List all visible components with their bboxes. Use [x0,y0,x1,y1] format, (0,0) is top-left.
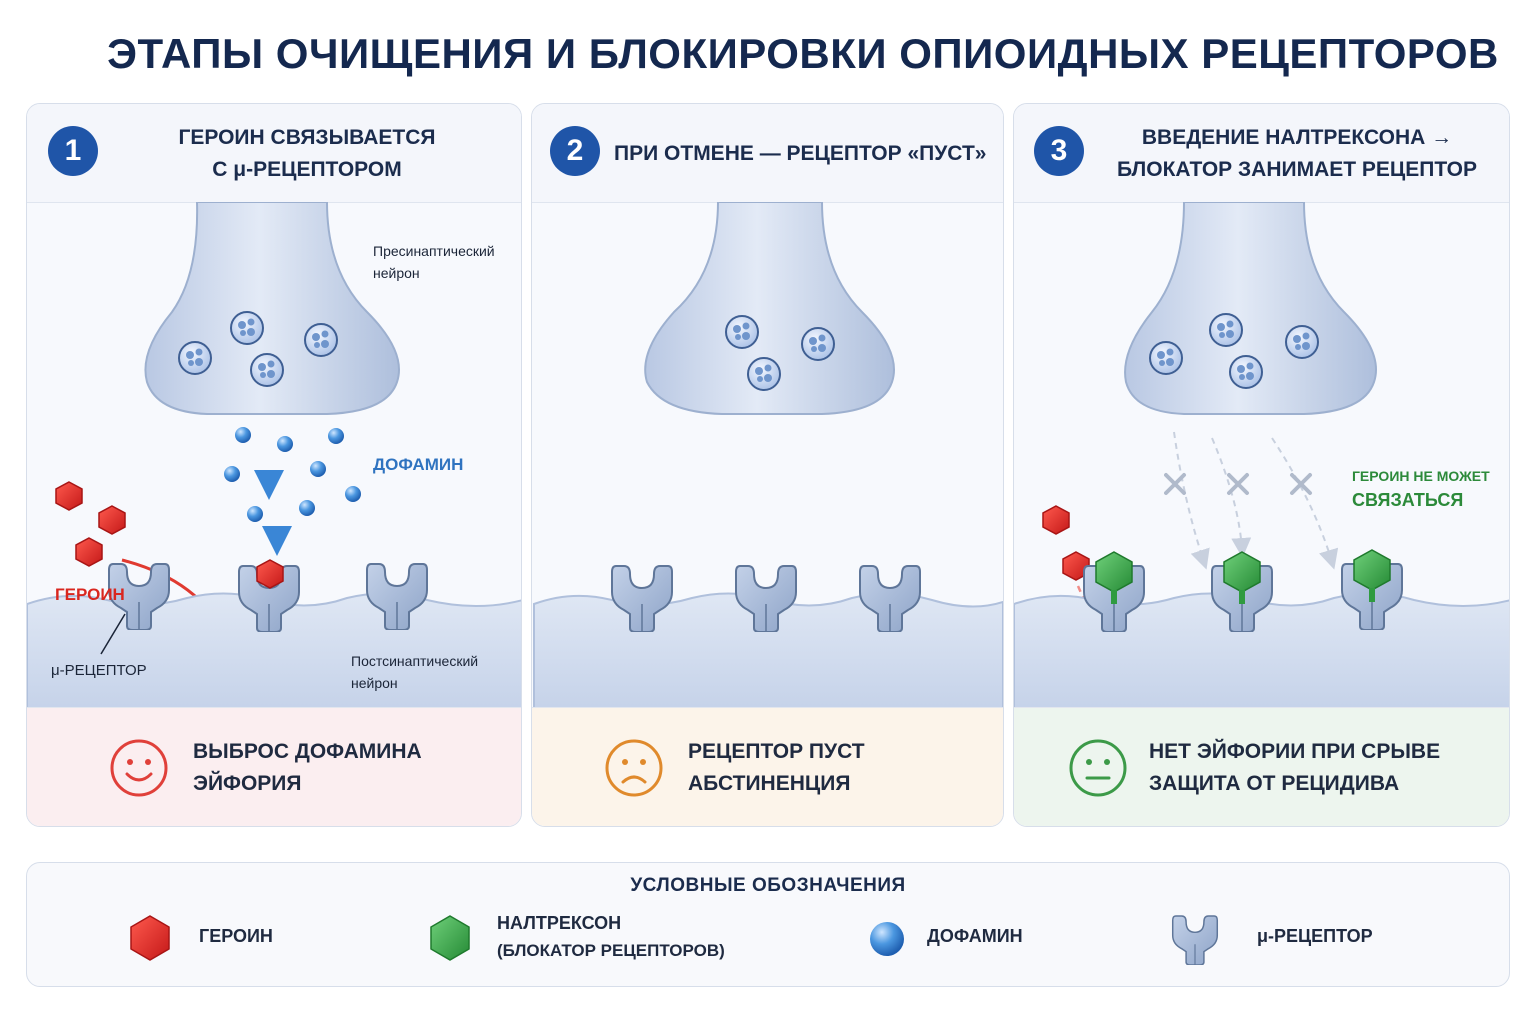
legend-label-naltrexone: НАЛТРЕКСОН [497,913,622,933]
vesicle-icon [1285,325,1319,359]
step-2-synapse-scene [532,202,1003,712]
legend-label-dopamine: ДОФАМИН [927,926,1023,946]
step-3-badge: 3 [1034,126,1084,176]
presynaptic-label: Пресинаптический нейрон [373,243,495,281]
legend-item-heroin: ГЕРОИН [127,913,327,973]
vesicle-icon [250,353,284,387]
step-1-result-text: ВЫБРОС ДОФАМИНА ЭЙФОРИЯ [193,740,422,795]
step-2-result-text: РЕЦЕПТОР ПУСТ АБСТИНЕНЦИЯ [688,740,865,795]
step-3-result-text: НЕТ ЭЙФОРИИ ПРИ СРЫВЕ ЗАЩИТА ОТ РЕЦИДИВА [1149,740,1441,795]
bound-heroin [256,559,284,589]
naltrexone-hexagon-icon [430,915,470,961]
vesicle-icon [1149,341,1183,375]
step-1-result: ВЫБРОС ДОФАМИНА ЭЙФОРИЯ [27,707,521,826]
step-3-result: НЕТ ЭЙФОРИИ ПРИ СРЫВЕ ЗАЩИТА ОТ РЕЦИДИВА [1014,707,1509,826]
naltrexone-bound [1095,549,1391,604]
dopamine-cloud [224,427,361,556]
sad-face-icon [605,739,663,797]
step-2-heading: ПРИ ОТМЕНЕ — РЕЦЕПТОР «ПУСТ» [614,142,987,165]
presynaptic-neuron [1124,202,1377,415]
presynaptic-neuron [644,202,895,415]
step-1-heading-line2: С μ-РЕЦЕПТОРОМ [212,158,402,181]
postsynaptic-neuron [1014,592,1509,712]
step-2-panel: 2 ПРИ ОТМЕНЕ — РЕЦЕПТОР «ПУСТ» РЕЦЕПТОР … [531,103,1004,827]
step-1-heading-line1: ГЕРОИН СВЯЗЫВАЕТСЯ [178,126,436,149]
legend-title: УСЛОВНЫЕ ОБОЗНАЧЕНИЯ [630,875,906,896]
step-3-heading-line2: БЛОКАТОР ЗАНИМАЕТ РЕЦЕПТОР [1116,158,1478,181]
heroin-label: ГЕРОИН [55,585,125,604]
vesicle-icon [725,315,759,349]
step-3-header: 3 ВВЕДЕНИЕ НАЛТРЕКСОНА → БЛОКАТОР ЗАНИМА… [1014,104,1509,203]
step-2-badge: 2 [550,126,600,176]
dopamine-sphere-icon [870,922,904,956]
legend-item-dopamine: ДОФАМИН [867,913,1067,973]
neutral-face-icon [1069,739,1127,797]
legend-label-receptor: μ-РЕЦЕПТОР [1257,926,1373,946]
dopamine-label: ДОФАМИН [373,455,464,474]
heroin-molecules [1042,505,1090,581]
heroin-hexagon-icon [130,915,170,961]
step-1-heading: ГЕРОИН СВЯЗЫВАЕТСЯ С μ-РЕЦЕПТОРОМ [117,122,497,186]
step-2-result: РЕЦЕПТОР ПУСТ АБСТИНЕНЦИЯ [532,707,1003,826]
vesicle-icon [801,327,835,361]
page-title: ЭТАПЫ ОЧИЩЕНИЯ И БЛОКИРОВКИ ОПИОИДНЫХ РЕ… [107,30,1499,77]
step-1-badge: 1 [48,126,98,176]
step-3-panel: 3 ВВЕДЕНИЕ НАЛТРЕКСОНА → БЛОКАТОР ЗАНИМА… [1013,103,1510,827]
legend-label-heroin: ГЕРОИН [199,926,273,946]
step-2-header: 2 ПРИ ОТМЕНЕ — РЕЦЕПТОР «ПУСТ» [532,104,1003,203]
vesicle-icon [230,311,264,345]
postsynaptic-label: Постсинаптический нейрон [351,653,479,691]
legend-sublabel-naltrexone: (БЛОКАТОР РЕЦЕПТОРОВ) [497,941,725,960]
heroin-cannot-bind-label: ГЕРОИН НЕ МОЖЕТ СВЯЗАТЬСЯ [1352,468,1490,510]
vesicle-icon [747,357,781,391]
step-1-header: 1 ГЕРОИН СВЯЗЫВАЕТСЯ С μ-РЕЦЕПТОРОМ [27,104,521,203]
vesicle-icon [304,323,338,357]
heroin-molecules [55,481,126,567]
step-3-synapse-scene: ГЕРОИН НЕ МОЖЕТ СВЯЗАТЬСЯ [1014,202,1509,712]
mu-receptor-label: μ-РЕЦЕПТОР [51,662,147,679]
step-3-heading: ВВЕДЕНИЕ НАЛТРЕКСОНА → БЛОКАТОР ЗАНИМАЕТ… [1092,122,1502,186]
mu-receptor-icon [1171,915,1219,965]
legend-item-receptor: μ-РЕЦЕПТОР [1163,913,1423,973]
step-1-panel: 1 ГЕРОИН СВЯЗЫВАЕТСЯ С μ-РЕЦЕПТОРОМ [26,103,522,827]
step-3-heading-line1: ВВЕДЕНИЕ НАЛТРЕКСОНА → [1141,126,1453,149]
vesicle-icon [178,341,212,375]
vesicle-icon [1229,355,1263,389]
blocked-dopamine-paths [1164,431,1339,570]
legend: УСЛОВНЫЕ ОБОЗНАЧЕНИЯ ГЕРОИН НАЛТРЕКСОН (… [26,862,1510,987]
step-1-synapse-scene: Пресинаптический нейрон ДОФАМИН ГЕРОИН μ… [27,202,521,712]
vesicle-icon [1209,313,1243,347]
legend-item-naltrexone: НАЛТРЕКСОН (БЛОКАТОР РЕЦЕПТОРОВ) [427,913,767,973]
smile-icon [110,739,168,797]
